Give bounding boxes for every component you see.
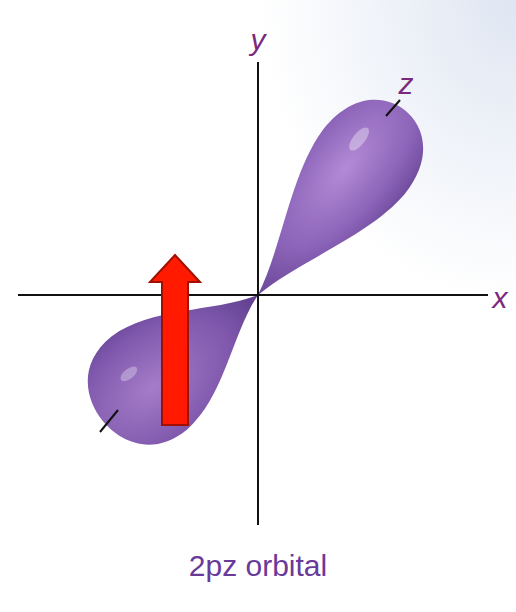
lobe-highlight [118, 364, 140, 384]
orbital-lobe [65, 248, 296, 467]
lobe-shape [65, 248, 296, 467]
axis-label: y [251, 25, 266, 55]
orbital-lobe [217, 78, 445, 327]
lobe-shape [217, 78, 445, 327]
z-axis [386, 100, 400, 116]
axis-label: z [399, 69, 414, 99]
y-axis [257, 62, 259, 525]
x-axis [18, 294, 488, 296]
figure-caption: 2pz orbital [189, 551, 327, 581]
lobe-highlight [346, 124, 373, 153]
z-axis [100, 410, 118, 432]
spin-arrow [150, 255, 200, 425]
axis-label: x [493, 283, 508, 313]
